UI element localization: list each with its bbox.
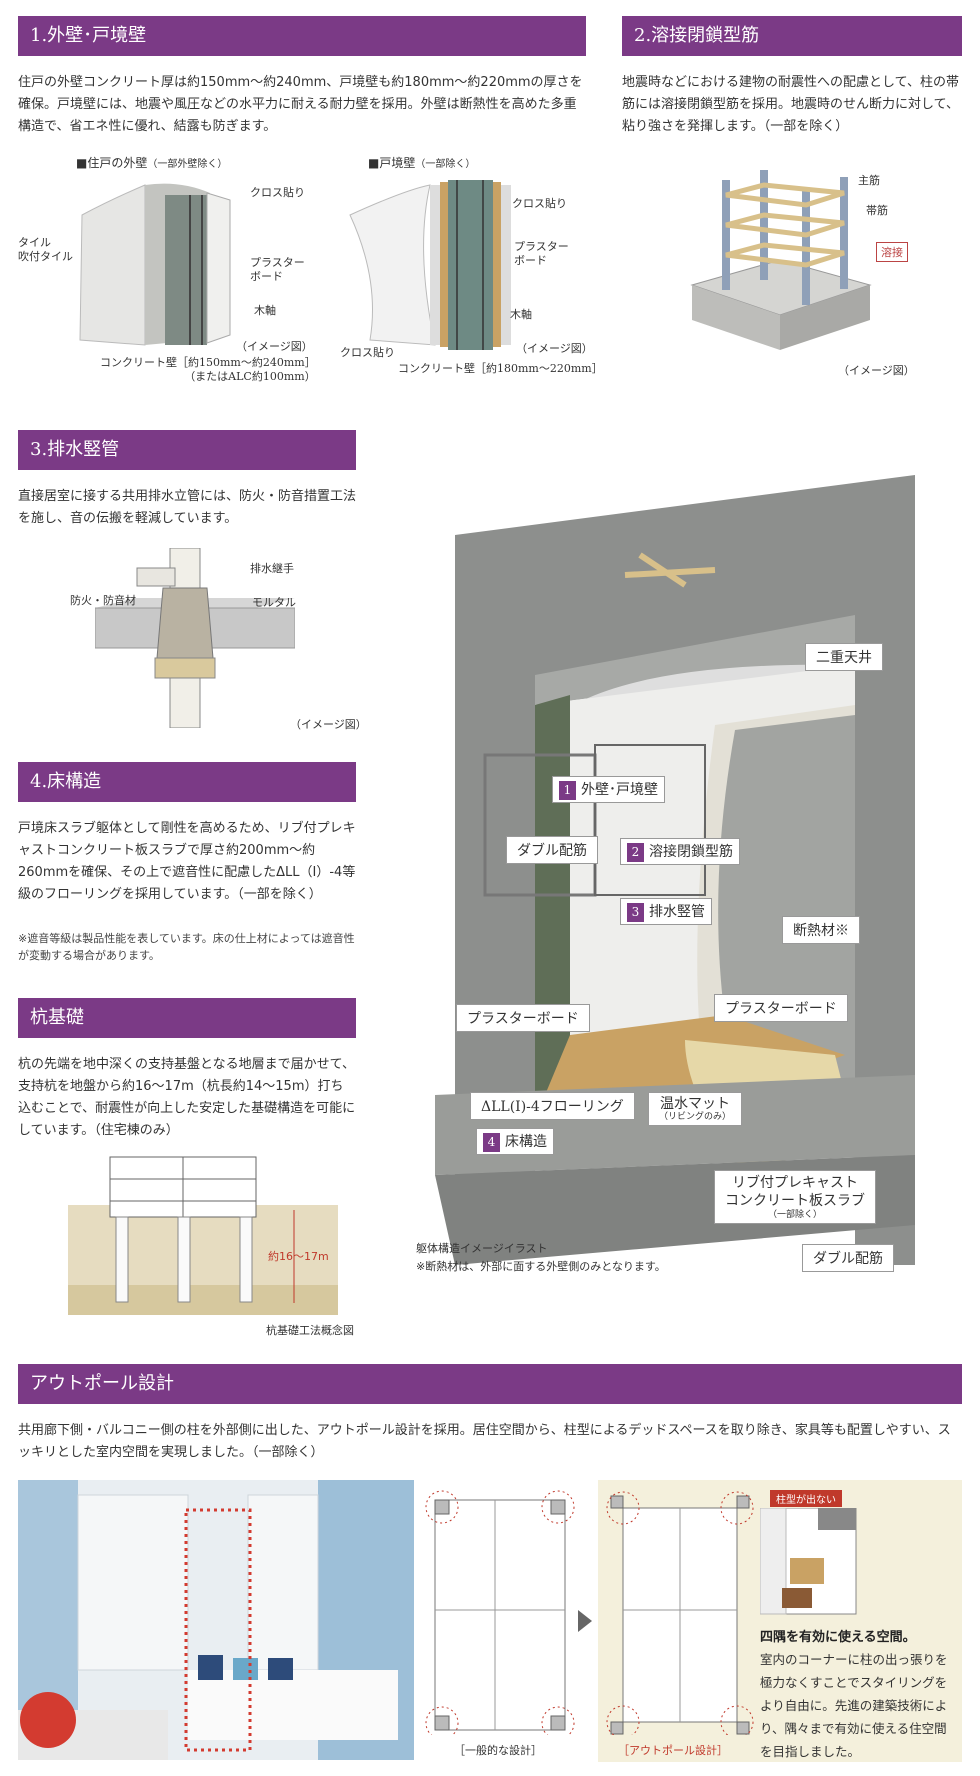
wall-body-text: 住戸の外壁コンクリート厚は約150mm～約240mm、戸境壁も約180mm～約2… bbox=[18, 75, 583, 134]
drain-pipe-illustration bbox=[95, 548, 295, 728]
weld-label-weld: 溶接 bbox=[876, 242, 908, 262]
exterior-label-tile: タイル 吹付タイル bbox=[18, 236, 73, 263]
tag-ceiling: 二重天井 bbox=[805, 643, 883, 671]
boundary-wall-heading: ■戸境壁（一部除く） bbox=[368, 156, 476, 170]
drain-label-joint: 排水継手 bbox=[250, 562, 294, 575]
structure-illustration bbox=[435, 475, 915, 1265]
exterior-label-image: （イメージ図） bbox=[236, 340, 313, 353]
exterior-label-concrete: コンクリート壁［約150mm～約240mm］ （またはALC約100mm） bbox=[100, 356, 316, 383]
pile-caption: 杭基礎工法概念図 bbox=[266, 1324, 354, 1337]
section-header-weld: 2.溶接閉鎖型筋 bbox=[622, 16, 962, 56]
floor-note: ※遮音等級は製品性能を表しています。床の仕上材によっては遮音性が変動する場合があ… bbox=[18, 932, 355, 962]
structure-note: ※断熱材は、外部に面する外壁側のみとなります。 bbox=[416, 1260, 666, 1273]
section-header-wall: 1.外壁･戸境壁 bbox=[18, 16, 586, 56]
exterior-label-plaster: プラスター ボード bbox=[250, 256, 305, 283]
boundary-label-cross-top: クロス貼り bbox=[512, 197, 567, 210]
floorplan-general bbox=[425, 1490, 575, 1735]
weld-rebar-illustration bbox=[690, 170, 872, 350]
floor-body-text: 戸境床スラブ躯体として剛性を高めるため、リブ付プレキャストコンクリート板スラブで… bbox=[18, 821, 356, 902]
tag-insulation: 断熱材※ bbox=[782, 916, 860, 944]
exterior-wall-heading: ■住戸の外壁（一部外壁除く） bbox=[76, 156, 228, 170]
weld-body-text: 地震時などにおける建物の耐震性への配慮として、柱の帯筋には溶接閉鎖型筋を採用。地… bbox=[622, 75, 959, 134]
exterior-label-cross: クロス貼り bbox=[250, 186, 305, 199]
no-pillar-badge: 柱型が出ない bbox=[770, 1490, 842, 1507]
weld-label-image: （イメージ図） bbox=[838, 364, 915, 377]
weld-label-hoop: 帯筋 bbox=[866, 204, 888, 217]
pile-depth-label: 約16～17m bbox=[268, 1250, 329, 1263]
pile-body-text: 杭の先端を地中深くの支持基盤となる地層まで届かせて、支持杭を地盤から約16～17… bbox=[18, 1057, 356, 1138]
tag-double-rebar-1: ダブル配筋 bbox=[506, 836, 598, 864]
room-photo bbox=[18, 1480, 414, 1760]
tag-plaster-right: プラスターボード bbox=[714, 994, 848, 1022]
boundary-wall-illustration bbox=[349, 180, 511, 350]
section-header-outpole: アウトポール設計 bbox=[18, 1364, 962, 1404]
boundary-label-concrete: コンクリート壁［約180mm～220mm］ bbox=[398, 362, 603, 375]
exterior-label-wood: 木軸 bbox=[254, 304, 276, 317]
tag-slab: リブ付プレキャスト コンクリート板スラブ（一部除く） bbox=[714, 1170, 876, 1224]
weld-label-main: 主筋 bbox=[858, 174, 880, 187]
plan-outpole-label: ［アウトポール設計］ bbox=[618, 1744, 728, 1757]
section-header-pile: 杭基礎 bbox=[18, 998, 356, 1038]
boundary-label-image: （イメージ図） bbox=[516, 342, 593, 355]
pile-foundation-illustration bbox=[68, 1156, 338, 1315]
structure-caption: 躯体構造イメージイラスト bbox=[416, 1242, 548, 1255]
drain-label-mortar: モルタル bbox=[252, 596, 296, 609]
corner-body-text: 室内のコーナーに柱の出っ張りを極力なくすことでスタイリングをより自由に。先進の建… bbox=[760, 1652, 948, 1759]
drain-body-text: 直接居室に接する共用排水立管には、防火・防音措置工法を施し、音の伝搬を軽減してい… bbox=[18, 489, 357, 526]
boundary-label-plaster: プラスター ボード bbox=[514, 240, 569, 267]
exterior-wall-illustration bbox=[79, 183, 231, 346]
floorplan-outpole bbox=[606, 1491, 754, 1735]
drain-label-image: （イメージ図） bbox=[290, 718, 367, 731]
tag-flooring: ΔLL(Ⅰ)-4フローリング bbox=[470, 1092, 635, 1120]
section-header-drain: 3.排水竪管 bbox=[18, 430, 356, 470]
outpole-body-text: 共用廊下側・バルコニー側の柱を外部側に出した、アウトポール設計を採用。居住空間か… bbox=[18, 1423, 951, 1460]
boundary-label-cross-left: クロス貼り bbox=[340, 346, 395, 359]
corner-detail-illustration bbox=[760, 1508, 857, 1615]
tag-plaster-left: プラスターボード bbox=[456, 1004, 590, 1032]
arrow-right-icon bbox=[578, 1610, 592, 1632]
corner-title: 四隅を有効に使える空間。 bbox=[760, 1630, 916, 1645]
drain-label-fire: 防火・防音材 bbox=[70, 594, 136, 607]
section-header-floor: 4.床構造 bbox=[18, 762, 356, 802]
plan-general-label: ［一般的な設計］ bbox=[454, 1744, 542, 1757]
tag-heating: 温水マット（リビングのみ） bbox=[648, 1092, 743, 1126]
tag-double-rebar-2: ダブル配筋 bbox=[802, 1244, 894, 1272]
boundary-label-wood: 木軸 bbox=[510, 308, 532, 321]
